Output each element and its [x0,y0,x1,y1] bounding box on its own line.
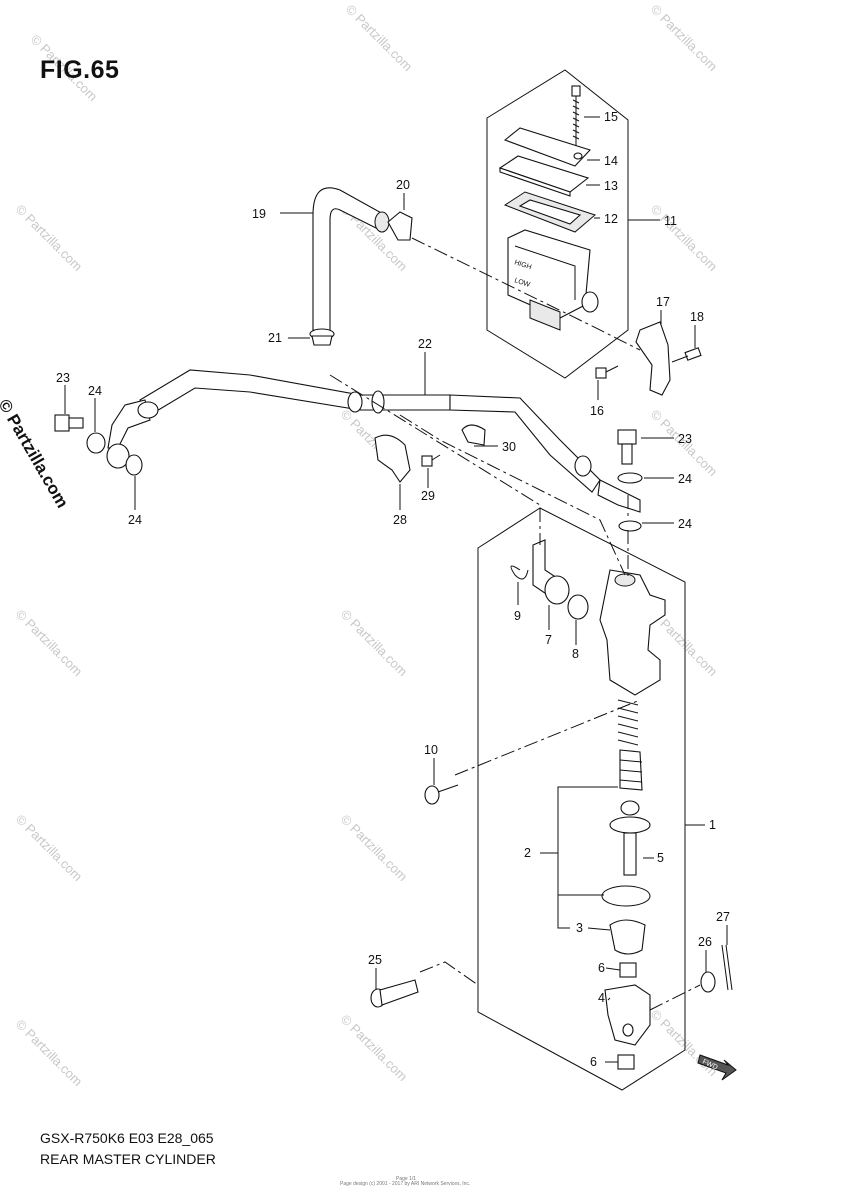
watermark: © Partzilla.com [13,812,86,885]
master-cylinder-group: FWD [370,507,737,1091]
watermark: © Partzilla.com [338,607,411,680]
callout-1: 1 [709,818,716,832]
page-indicator: Page 1/1 [396,1176,417,1182]
callout-5: 5 [657,851,664,865]
callout-14: 14 [604,154,618,168]
callout-3: 3 [576,921,583,935]
fwd-arrow-icon [697,1054,737,1081]
watermark: © Partzilla.com [343,2,416,75]
callout-labels: 15 14 13 12 11 20 19 21 22 17 18 16 23 2… [56,110,730,1069]
callout-9: 9 [514,609,521,623]
callout-29: 29 [421,489,435,503]
callout-6-bottom: 6 [590,1055,597,1069]
watermark: © Partzilla.com [13,1017,86,1090]
callout-27: 27 [716,910,730,924]
diagram-title: REAR MASTER CYLINDER [40,1151,216,1167]
callout-24-bottom-left: 24 [128,513,142,527]
callout-28: 28 [393,513,407,527]
callout-4: 4 [598,991,605,1005]
callout-13: 13 [604,179,618,193]
watermark: © Partzilla.com [338,812,411,885]
reservoir-hose [309,187,413,346]
callout-21: 21 [268,331,282,345]
copyright-footer: Page design (c) 2001 - 2017 by ARI Netwo… [340,1181,471,1187]
watermark: © Partzilla.com [13,607,86,680]
callout-24-right-bottom: 24 [678,517,692,531]
callout-15: 15 [604,110,618,124]
callout-23-right: 23 [678,432,692,446]
reservoir-low-label: LOW [513,277,531,289]
callout-26: 26 [698,935,712,949]
banjo-fittings [54,414,643,532]
callout-24-left: 24 [88,384,102,398]
watermark: © Partzilla.com [13,202,86,275]
callout-16: 16 [590,404,604,418]
callout-20: 20 [396,178,410,192]
figure-label: FIG.65 [40,56,120,84]
callout-23-left: 23 [56,371,70,385]
callout-17: 17 [656,295,670,309]
callout-11: 11 [664,214,677,228]
callout-7: 7 [545,633,552,647]
callout-10: 10 [424,743,438,757]
hose-clamps [374,424,486,483]
alignment-lines [329,237,701,1011]
callout-25: 25 [368,953,382,967]
bracket-assembly [595,321,702,396]
callout-30: 30 [502,440,516,454]
watermark: © Partzilla.com [648,202,721,275]
callout-8: 8 [572,647,579,661]
callout-6-top: 6 [598,961,605,975]
watermark: © Partzilla.com [648,2,721,75]
callout-24-right-top: 24 [678,472,692,486]
callout-12: 12 [604,212,618,226]
leader-lines [64,116,728,1063]
callout-22: 22 [418,337,432,351]
reservoir-group: HIGH LOW [486,69,629,379]
callout-2: 2 [524,846,531,860]
callout-19: 19 [252,207,266,221]
watermark: © Partzilla.com [338,1012,411,1085]
model-code: GSX-R750K6 E03 E28_065 [40,1130,214,1146]
brake-hose [107,369,641,513]
callout-18: 18 [690,310,704,324]
